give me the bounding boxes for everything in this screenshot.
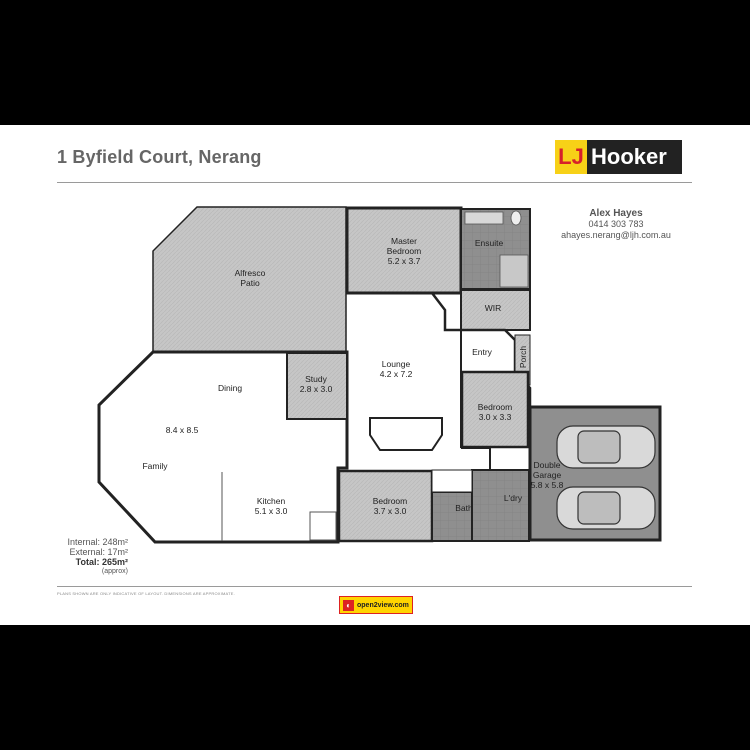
internal-area: Internal: 248m²	[67, 537, 128, 547]
total-area: Total: 265m²	[75, 557, 128, 567]
external-area: External: 17m²	[69, 547, 128, 557]
top-letterbox-band	[0, 0, 750, 125]
logo-mark: LJ	[555, 140, 587, 174]
study-area	[286, 352, 348, 420]
garage-car-top	[556, 425, 656, 469]
bath-area	[431, 491, 473, 542]
logo-name: Hooker	[587, 140, 682, 174]
open2view-icon: ◐	[343, 599, 354, 611]
plan-disclaimer: PLANS SHOWN ARE ONLY INDICATIVE OF LAYOU…	[57, 591, 235, 596]
laundry-area	[471, 469, 530, 542]
bedroom-2-area	[460, 370, 530, 449]
ensuite-toilet	[510, 210, 522, 226]
open2view-badge[interactable]: ◐ open2view.com	[339, 596, 413, 614]
header-divider	[57, 182, 692, 183]
room-label-ensuite: Ensuite	[474, 238, 504, 248]
agent-name: Alex Hayes	[589, 208, 643, 219]
agent-email[interactable]: ahayes.nerang@ljh.com.au	[561, 230, 671, 240]
area-approx: (approx)	[101, 568, 128, 575]
garage-car-bottom	[556, 486, 656, 530]
kitchen-island	[309, 511, 337, 541]
page-title: 1 Byfield Court, Nerang	[57, 147, 262, 167]
open2view-text: open2view.com	[357, 601, 409, 609]
room-label-porch: Porch	[518, 345, 528, 369]
lounge-walls	[347, 291, 461, 332]
lounge-bay	[369, 417, 443, 451]
room-label-entry: Entry	[472, 347, 492, 357]
bottom-letterbox-band	[0, 625, 750, 750]
agent-contact: Alex Hayes 0414 303 783 ahayes.nerang@lj…	[548, 208, 684, 241]
ensuite-shower	[499, 254, 529, 288]
agent-phone[interactable]: 0414 303 783	[588, 219, 644, 229]
room-label-family: Family	[142, 461, 168, 471]
ensuite-vanity	[464, 211, 504, 225]
room-label-bath: Bath	[455, 503, 473, 513]
footer-divider	[57, 586, 692, 587]
area-summary: Internal: 248m² External: 17m² Total: 26…	[40, 537, 128, 577]
lj-hooker-logo: LJ Hooker	[555, 140, 682, 174]
room-label-family-dims: 8.4 x 8.5	[165, 425, 199, 435]
room-label-dining: Dining	[217, 383, 243, 393]
hallway-floor	[431, 469, 473, 493]
room-label-wir: WIR	[484, 303, 502, 313]
room-label-laundry: L'dry	[503, 493, 523, 503]
